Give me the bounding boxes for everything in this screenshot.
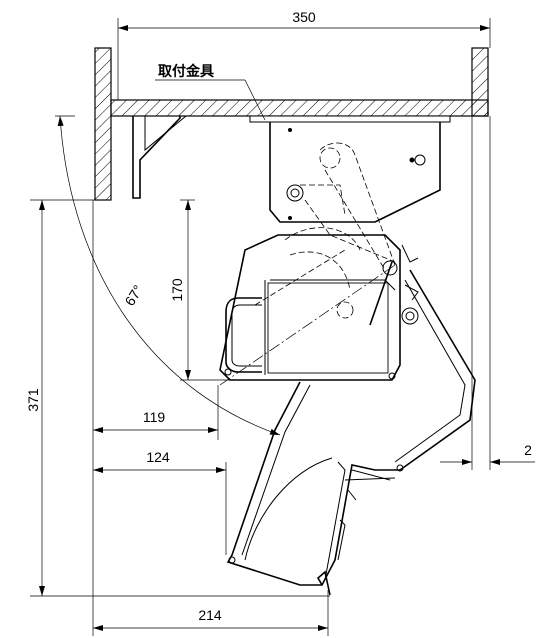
printer-body <box>219 234 419 381</box>
paper-chute <box>226 269 476 596</box>
counter-structure <box>94 47 489 201</box>
rotation-arc <box>55 115 281 436</box>
dim-350: 350 <box>292 9 316 25</box>
hidden-mechanism <box>254 142 396 319</box>
centre-line <box>219 264 396 386</box>
dim-214: 214 <box>198 607 222 623</box>
dim-170: 170 <box>169 278 185 302</box>
dim-119: 119 <box>143 409 166 425</box>
mounting-bracket <box>249 115 451 223</box>
dimension-lines <box>30 18 535 636</box>
dim-2: 2 <box>524 442 532 458</box>
dim-angle: 67° <box>121 282 146 308</box>
dim-371: 371 <box>25 388 41 412</box>
part-label: 取付金具 <box>158 63 214 80</box>
dim-124: 124 <box>146 449 170 465</box>
